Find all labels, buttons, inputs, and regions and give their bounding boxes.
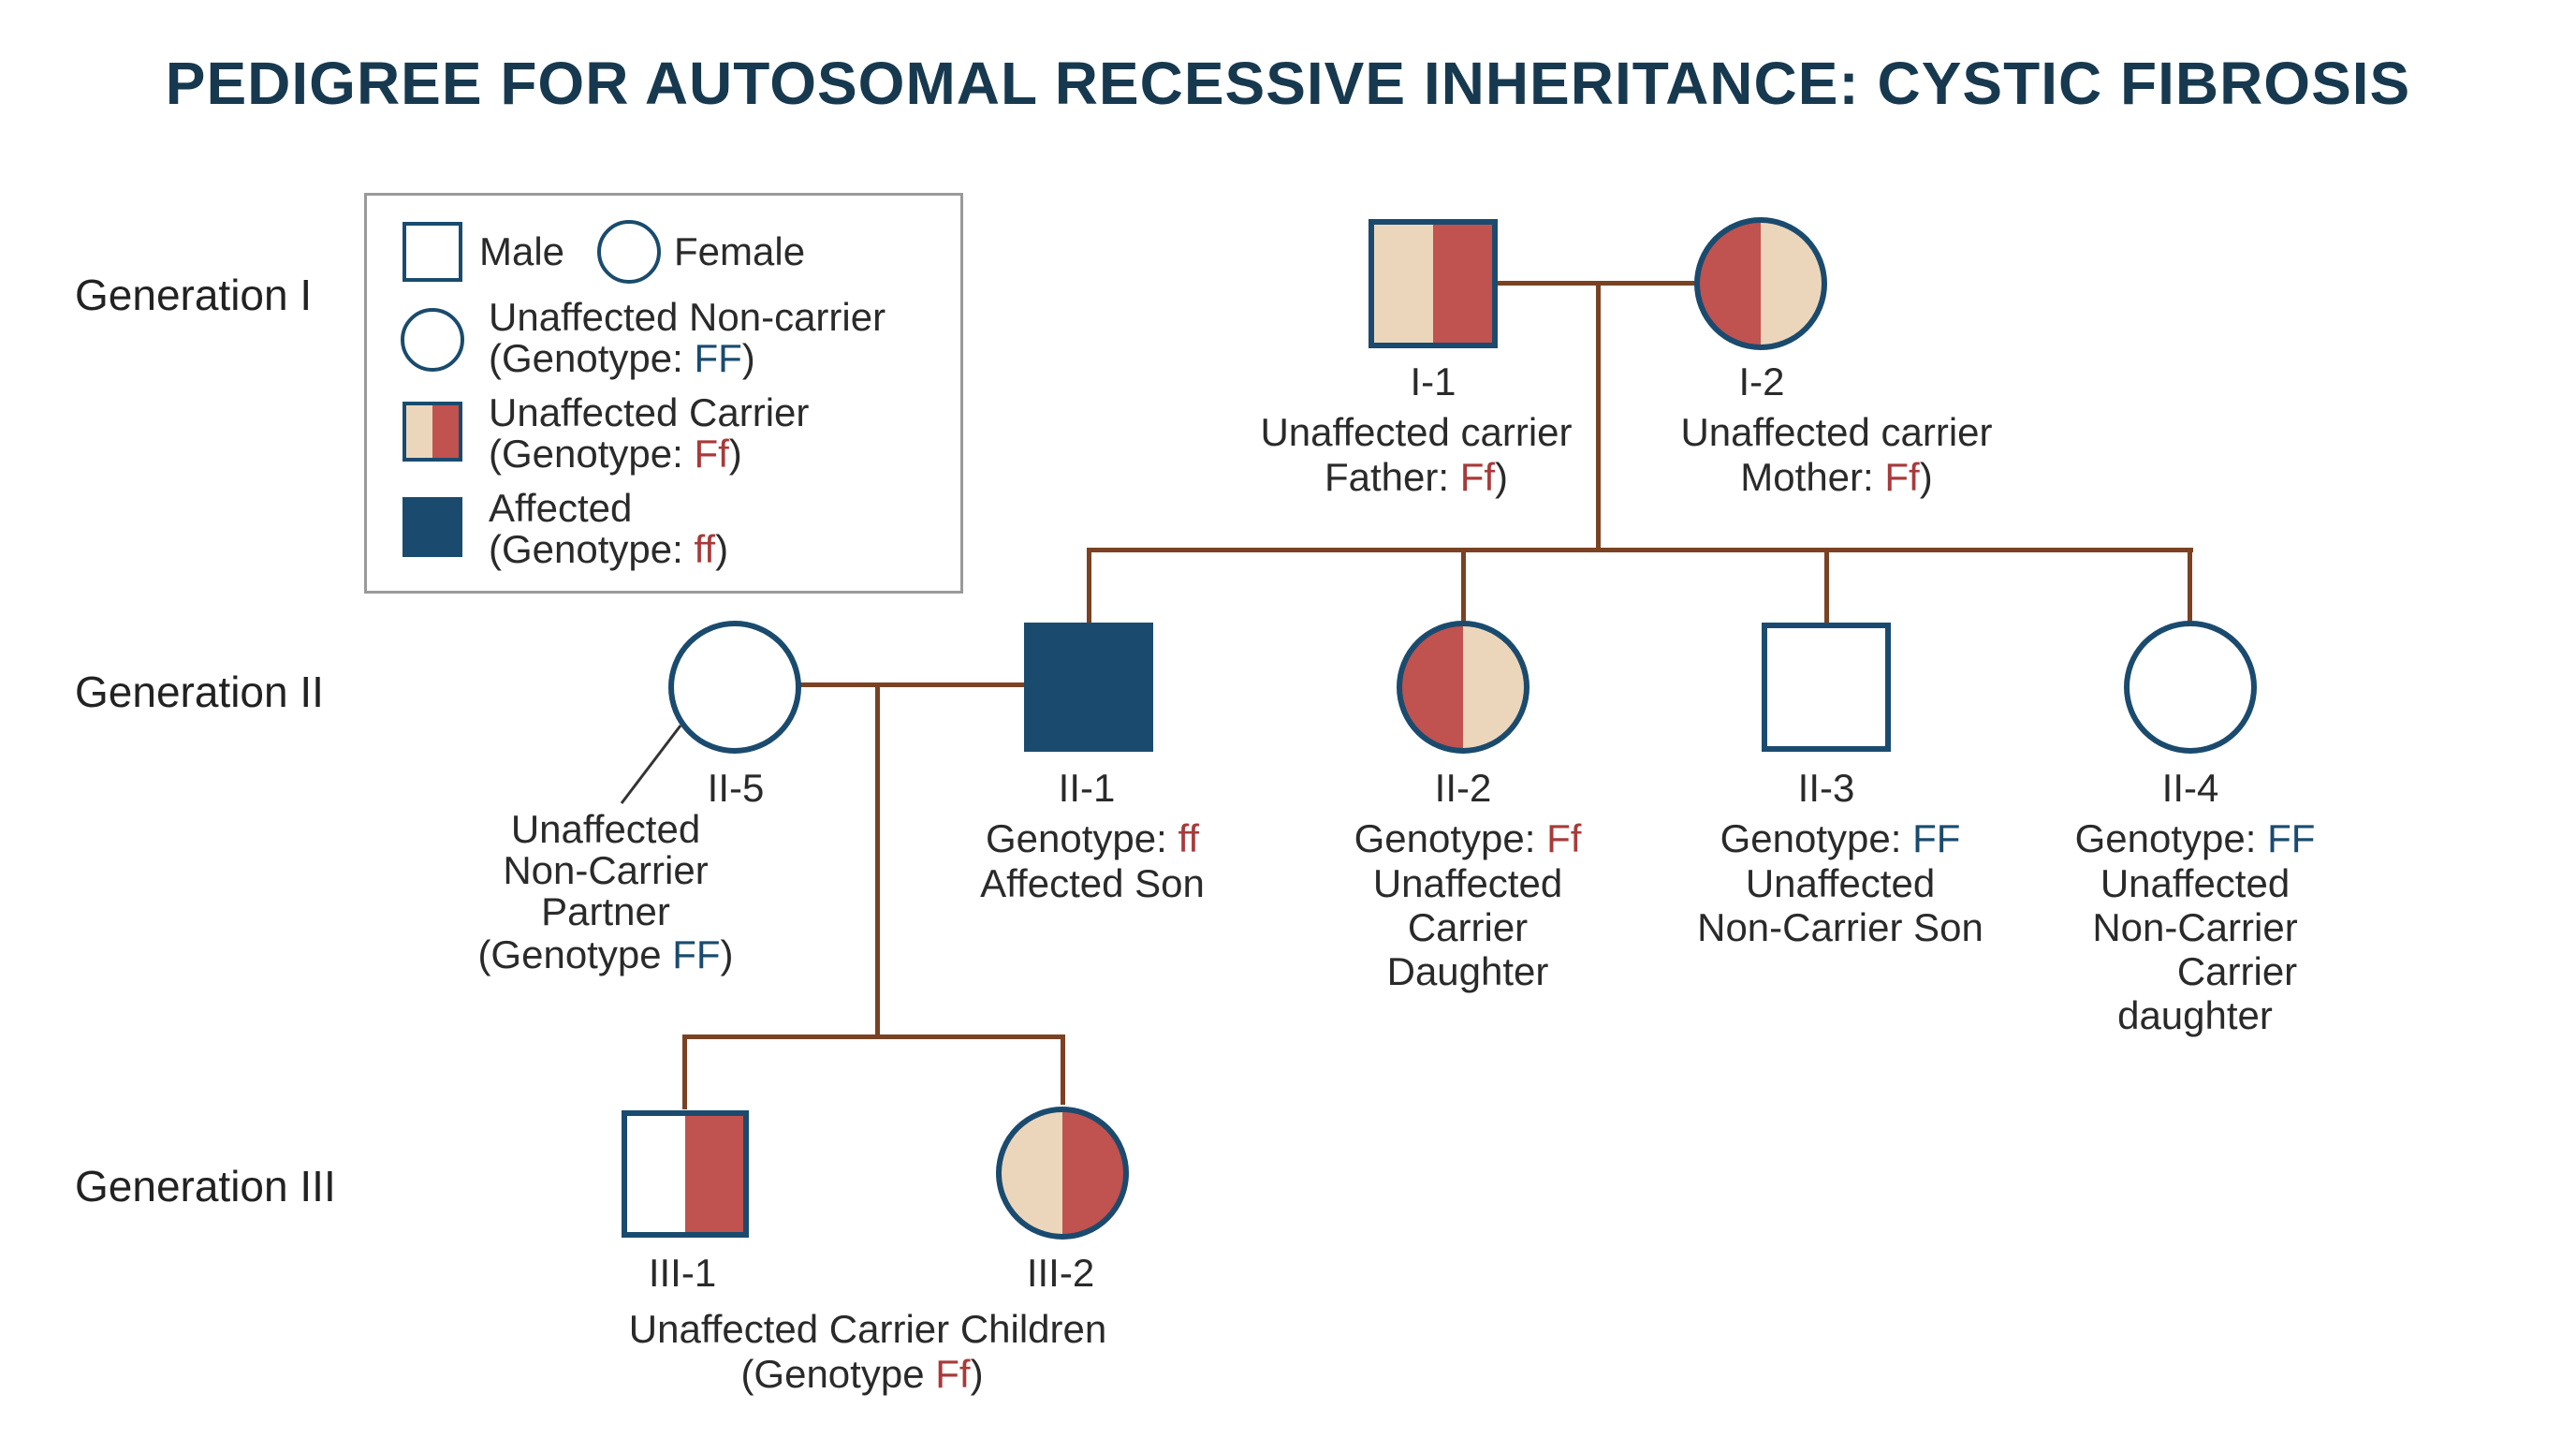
- legend-affected-square-icon: [402, 497, 462, 557]
- individual-II2-line2: Carrier: [1407, 905, 1529, 949]
- individual-II4-genotype: Genotype: FF: [2074, 816, 2316, 860]
- legend-affected-title: Affected: [489, 486, 633, 530]
- individual-II3-line2: Non-Carrier Son: [1697, 905, 1983, 949]
- individual-I1-desc: Unaffected carrier: [1260, 410, 1573, 454]
- individual-II3-id: II-3: [1797, 766, 1855, 810]
- children-caption-line1: Unaffected Carrier Children: [628, 1307, 1107, 1351]
- individual-II4-line1: Unaffected: [2100, 861, 2291, 905]
- individual-II5-line3: Partner: [541, 889, 670, 933]
- descent-line-gen1: [1596, 283, 1601, 552]
- drop-line-II1: [1087, 548, 1091, 624]
- individual-I2-id: I-2: [1738, 360, 1785, 404]
- individual-II5-symbol: [668, 621, 801, 754]
- legend-male-square-icon: [402, 222, 462, 282]
- generation-3-label: Generation III: [75, 1162, 336, 1211]
- individual-II4-line3: Carrier: [2176, 949, 2298, 993]
- drop-line-II4: [2188, 548, 2192, 624]
- individual-III1-symbol: [622, 1110, 749, 1238]
- generation-1-label: Generation I: [75, 271, 313, 319]
- individual-II5-id: II-5: [707, 766, 765, 810]
- individual-II4-symbol: [2124, 621, 2257, 754]
- legend-carrier-genotype: (Genotype: Ff): [489, 432, 742, 476]
- page-title: PEDIGREE FOR AUTOSOMAL RECESSIVE INHERIT…: [165, 50, 2411, 117]
- individual-III2-id: III-2: [1026, 1251, 1095, 1295]
- individual-II1-symbol: [1024, 623, 1153, 752]
- individual-II3-symbol: [1762, 623, 1891, 752]
- individual-III1-id: III-1: [648, 1251, 717, 1295]
- descent-line-gen2: [875, 684, 880, 1039]
- drop-line-II2: [1461, 548, 1466, 624]
- individual-II5-genotype: (Genotype FF): [477, 932, 734, 976]
- individual-II4-line4: daughter: [2117, 993, 2273, 1037]
- drop-line-III1: [682, 1034, 687, 1109]
- individual-II5-line2: Non-Carrier: [503, 848, 709, 892]
- individual-I1-genotype: Father: Ff): [1324, 455, 1509, 499]
- sibship-line-gen2: [1087, 548, 2193, 552]
- individual-I1-symbol: [1368, 219, 1498, 348]
- individual-II1-desc: Affected Son: [980, 861, 1205, 905]
- individual-I1-id: I-1: [1410, 360, 1456, 404]
- individual-II1-genotype: Genotype: ff: [985, 816, 1200, 860]
- individual-II2-line3: Daughter: [1386, 949, 1549, 993]
- legend-female-label: Female: [674, 229, 806, 273]
- legend-male-label: Male: [479, 229, 565, 273]
- individual-II4-id: II-4: [2161, 766, 2219, 810]
- legend-noncarrier-title: Unaffected Non-carrier: [489, 295, 886, 339]
- individual-I2-symbol: [1694, 217, 1827, 350]
- individual-I2-desc: Unaffected carrier: [1680, 410, 1993, 454]
- legend-box: Male Female Unaffected Non-carrier (Geno…: [364, 193, 963, 594]
- individual-II2-genotype: Genotype: Ff: [1354, 816, 1582, 860]
- individual-II2-line1: Unaffected: [1372, 861, 1563, 905]
- generation-2-label: Generation II: [75, 668, 324, 716]
- individual-II4-line2: Non-Carrier: [2092, 905, 2298, 949]
- drop-line-III2: [1061, 1034, 1065, 1105]
- individual-II3-line1: Unaffected: [1745, 861, 1936, 905]
- individual-II2-symbol: [1397, 621, 1530, 754]
- marriage-line-gen2: [798, 682, 1027, 687]
- individual-I2-genotype: Mother: Ff): [1740, 455, 1933, 499]
- legend-noncarrier-genotype: (Genotype: FF): [489, 336, 755, 380]
- children-caption-genotype: (Genotype Ff): [740, 1352, 984, 1396]
- individual-II5-line1: Unaffected: [510, 807, 701, 851]
- legend-noncarrier-circle-icon: [401, 308, 464, 372]
- individual-II3-genotype: Genotype: FF: [1720, 816, 1961, 860]
- legend-carrier-square-icon: [402, 402, 462, 462]
- legend-female-circle-icon: [597, 220, 661, 284]
- pointer-line-II5: [620, 725, 682, 804]
- individual-II2-id: II-2: [1434, 766, 1492, 810]
- individual-III2-symbol: [996, 1107, 1129, 1240]
- legend-carrier-title: Unaffected Carrier: [489, 390, 810, 434]
- legend-affected-genotype: (Genotype: ff): [489, 527, 729, 571]
- sibship-line-gen3: [682, 1034, 1065, 1039]
- individual-II1-id: II-1: [1058, 766, 1116, 810]
- drop-line-II3: [1824, 548, 1829, 624]
